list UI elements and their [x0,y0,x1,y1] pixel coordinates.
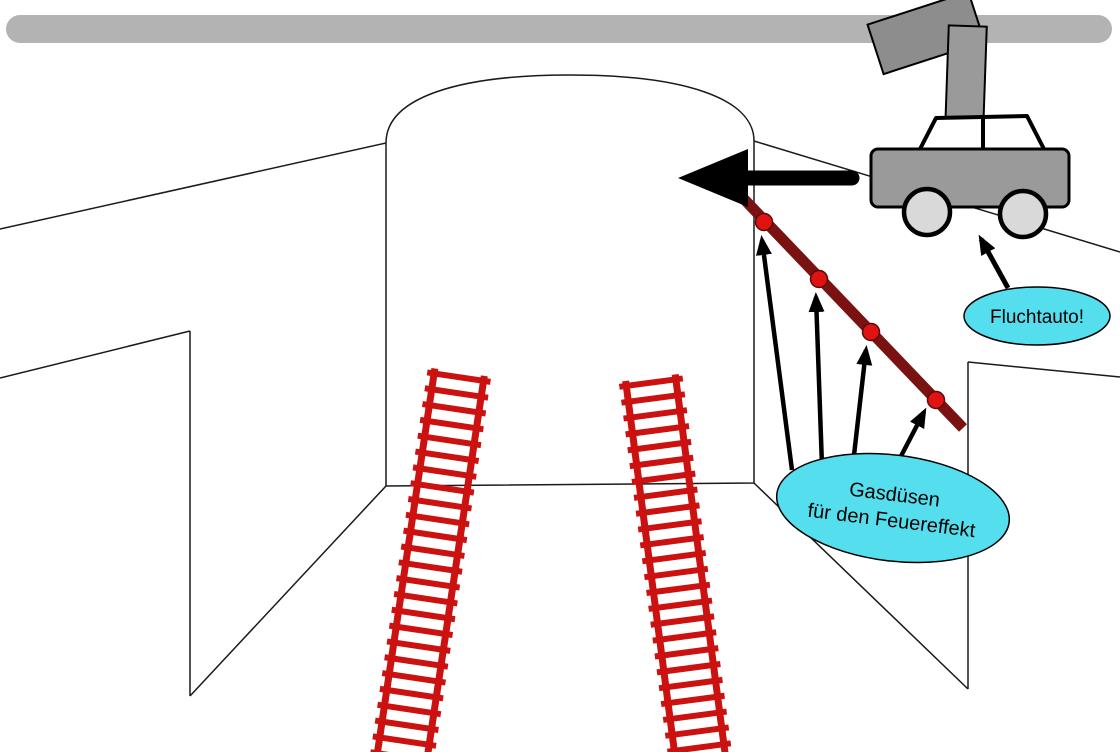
nozzle-pointer-arrow-4 [897,407,927,462]
track-rail [622,380,681,752]
left-lower-edge [0,330,191,379]
nozzle-pointer-arrow-3 [850,345,873,465]
right-lower-edge [967,361,1120,378]
arrow-head [678,149,748,207]
tunnel-direction-arrow [678,149,860,207]
nozzle-pointer-arrow-2 [808,292,825,467]
fluchtauto-label: Fluchtauto! [990,307,1084,328]
track-rail [671,373,730,752]
track-ties-left [369,369,491,752]
track-rail [372,367,439,752]
fluchtauto-pointer-arrow [978,234,1011,290]
car-wheel-right [997,188,1049,240]
left-upper-edge [0,142,387,230]
gas-nozzles [754,212,946,410]
fluchtauto-bubble [963,286,1111,346]
railroad-track-right [618,373,734,752]
gas-nozzle [926,390,946,410]
gas-pipe [738,193,967,432]
track-rail [421,375,488,752]
crane-arm [866,0,986,76]
gas-nozzle [809,269,829,289]
left-wall-base [189,485,387,697]
escape-car [866,0,1071,240]
track-ties-right [618,375,734,752]
gasduesen-bubble [775,452,1011,564]
car-wheel-left [901,186,953,238]
railroad-track-left [369,367,491,752]
gas-nozzle [861,322,881,342]
fluchtauto-callout: Fluchtauto! [963,234,1111,346]
crane-post [944,24,988,130]
ceiling-beam [6,15,1112,43]
gas-nozzle [754,212,774,232]
gasduesen-callout: Gasdüsen für den Feuereffekt [756,235,1011,564]
nozzle-pointer-arrow-1 [756,235,795,471]
